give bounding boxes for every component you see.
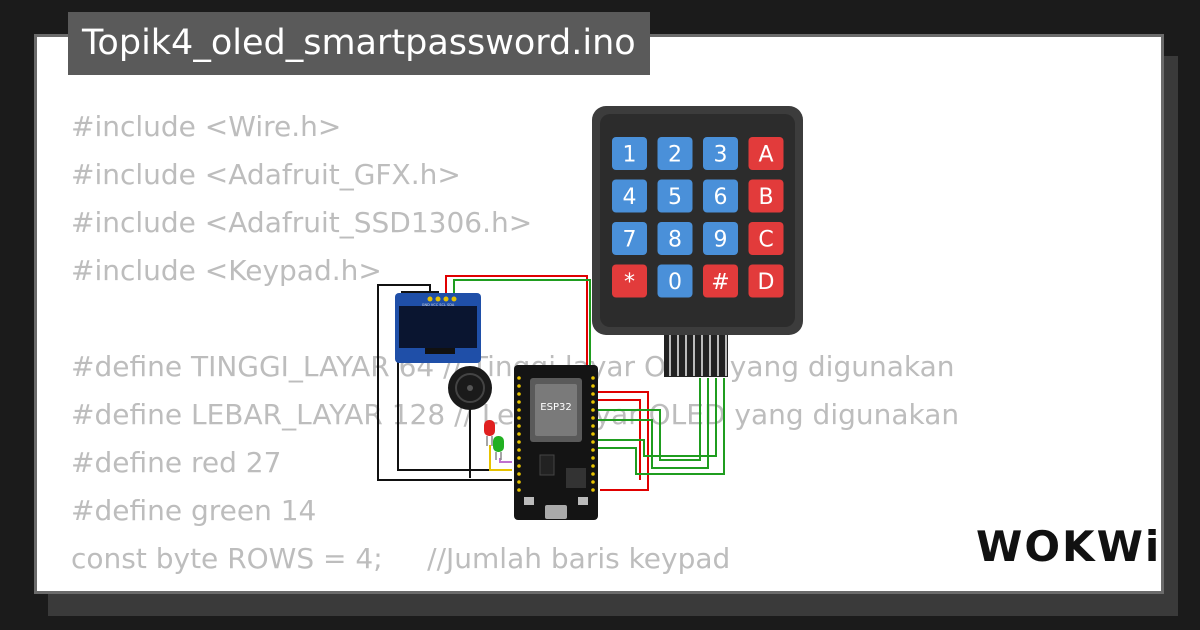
wire-keypad-8: [598, 378, 725, 475]
led-red[interactable]: [484, 420, 495, 446]
key-label: 6: [714, 185, 728, 210]
key-label: 1: [623, 143, 637, 168]
esp32-label: ESP32: [540, 402, 571, 413]
wire-keypad-1: [598, 391, 649, 491]
code-line: #include <Adafruit_GFX.h>: [71, 158, 461, 191]
key-label: 5: [668, 185, 682, 210]
wire-keypad-5: [598, 378, 701, 461]
key-label: 8: [668, 228, 682, 253]
keypad[interactable]: 1 2 3 A 4 5 6 B 7 8 9 C * 0 # D: [592, 106, 803, 335]
code-line: #define green 14: [71, 494, 317, 527]
wire-keypad-6: [598, 378, 709, 469]
code-line: const byte COLS = 4; //Jumlah kolom keyp…: [71, 583, 959, 591]
key-5[interactable]: 5: [657, 179, 693, 213]
oled-pin-labels: GND VCC SCL SDA: [422, 303, 455, 307]
esp32-pins: [517, 376, 595, 492]
key-3[interactable]: 3: [703, 137, 738, 170]
key-*[interactable]: *: [612, 264, 647, 298]
key-label: 0: [668, 270, 682, 295]
oled-display[interactable]: GND VCC SCL SDA: [395, 293, 481, 363]
key-label: *: [624, 270, 635, 295]
project-title: Topik4_oled_smartpassword.ino: [68, 12, 650, 75]
code-line: #define red 27: [71, 446, 282, 479]
key-C[interactable]: C: [748, 222, 784, 255]
wire-keypad-7: [598, 378, 717, 457]
key-B[interactable]: B: [748, 179, 784, 213]
buzzer[interactable]: [448, 366, 492, 410]
key-label: B: [758, 185, 773, 210]
key-label: 2: [668, 143, 682, 168]
key-9[interactable]: 9: [703, 222, 738, 255]
key-label: 9: [714, 228, 728, 253]
key-label: 4: [623, 185, 637, 210]
wire-led-green: [499, 458, 512, 463]
key-A[interactable]: A: [748, 137, 784, 170]
code-listing: #include <Wire.h> #include <Adafruit_GFX.…: [71, 103, 959, 591]
code-line: #include <Wire.h>: [71, 110, 342, 143]
esp32-board[interactable]: ESP32: [514, 365, 598, 520]
key-6[interactable]: 6: [703, 179, 738, 213]
key-7[interactable]: 7: [612, 222, 647, 255]
key-8[interactable]: 8: [657, 222, 693, 255]
wire-keypad-2: [598, 399, 641, 480]
key-label: A: [758, 143, 773, 168]
key-label: 3: [714, 143, 728, 168]
keypad-connector: [664, 335, 728, 377]
key-1[interactable]: 1: [612, 137, 647, 170]
key-label: D: [758, 270, 775, 295]
key-label: #: [711, 270, 729, 295]
led-green[interactable]: [493, 436, 504, 460]
code-line: const byte ROWS = 4; //Jumlah baris keyp…: [71, 542, 731, 575]
key-D[interactable]: D: [748, 264, 784, 298]
keypad-keys: 1 2 3 A 4 5 6 B 7 8 9 C * 0 # D: [612, 137, 784, 298]
wokwi-logo: WOKWi: [976, 522, 1162, 571]
wire-gnd-black: [377, 284, 512, 481]
key-#[interactable]: #: [703, 264, 738, 298]
key-4[interactable]: 4: [612, 179, 647, 213]
code-line: #include <Adafruit_SSD1306.h>: [71, 206, 533, 239]
code-line: #include <Keypad.h>: [71, 254, 382, 287]
key-label: C: [758, 228, 773, 253]
key-label: 7: [623, 228, 637, 253]
wire-led-red: [489, 445, 512, 471]
key-2[interactable]: 2: [657, 137, 693, 170]
key-0[interactable]: 0: [657, 264, 693, 298]
